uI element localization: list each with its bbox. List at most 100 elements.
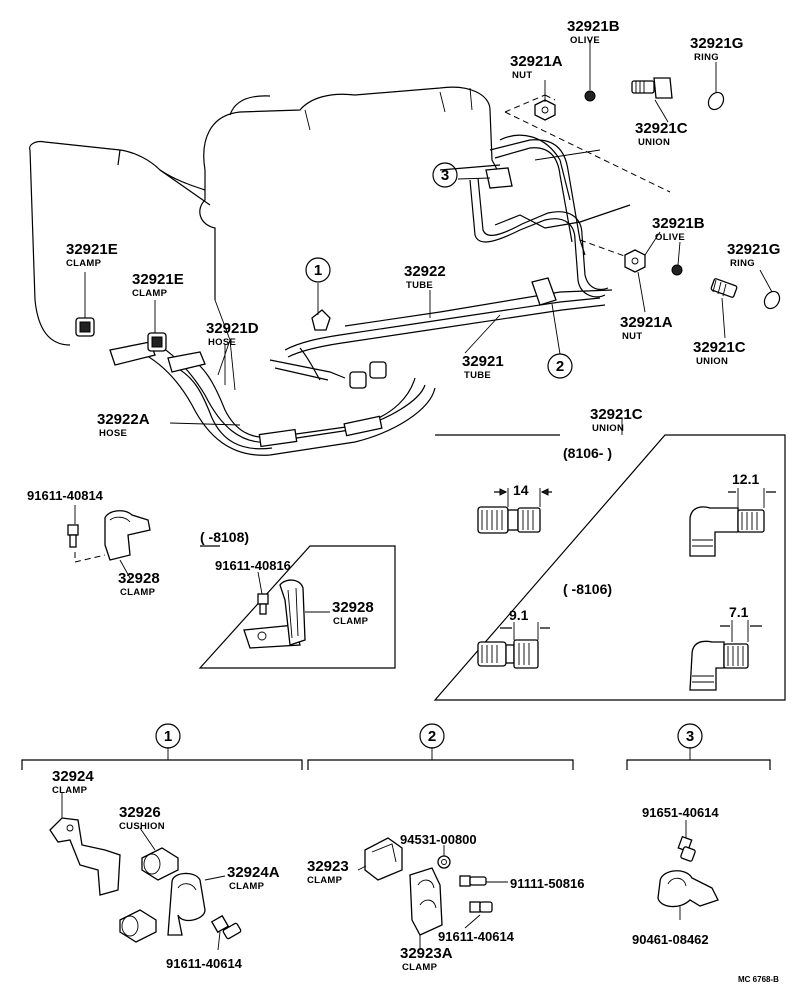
svg-text:2: 2 [556,358,564,375]
label-32921E-1: 32921E [66,241,118,258]
washer-94531-00800 [437,845,451,869]
label-clamp-32928-left: CLAMP [120,587,156,598]
elbow-union-new [689,488,776,557]
label-clamp-32928-box: CLAMP [333,616,369,627]
label-32928-left: 32928 [118,570,160,587]
label-91611-40614-a: 91611-40614 [166,956,243,971]
label-32924: 32924 [52,768,94,785]
dim-7-1: 7.1 [729,604,749,620]
union-32921C-top [631,77,673,99]
label-union-mid: UNION [696,356,728,367]
label-union-box: UNION [592,423,624,434]
label-clamp-32924A: CLAMP [229,881,265,892]
label-clamp-e1: CLAMP [66,258,102,269]
bolt-91111-50816 [459,875,508,887]
clamp-box-8108 [198,545,396,669]
label-32921E-2: 32921E [132,271,184,288]
label-clamp-32924: CLAMP [52,785,88,796]
straight-union-old [477,622,550,669]
label-91111-50816: 91111-50816 [510,876,584,891]
label-range-old: ( -8106) [563,581,612,597]
label-32921C-mid: 32921C [693,339,746,356]
label-ring-top: RING [694,52,719,63]
label-olive-mid: OLIVE [655,232,685,243]
callout-circle-1-detail: 1 [155,723,181,749]
bolt-91611-40614-b [464,901,493,929]
clamp-32924A [167,872,226,936]
bolt-91611-40614-a [210,914,242,951]
clamp-32924 [49,793,121,896]
svg-text:3: 3 [686,728,694,745]
label-clamp-32923: CLAMP [307,875,343,886]
detail-bracket-3 [626,747,771,770]
label-tube-32922: TUBE [406,280,433,291]
clamp-32923A [409,867,443,950]
callout-circle-2-detail: 2 [419,723,445,749]
label-32921A-top: 32921A [510,53,563,70]
label-cushion: CUSHION [119,821,165,832]
ring-32921G-mid [763,290,781,310]
label-range-new: (8106- ) [563,445,612,461]
clip-callout-1-part [311,309,331,331]
label-32923: 32923 [307,858,349,875]
dim-14: 14 [513,482,529,498]
leader-dashed-mid [579,239,631,259]
svg-text:2: 2 [428,728,436,745]
dim-12-1: 12.1 [732,471,759,487]
label-32921B-top: 32921B [567,18,620,35]
detail-bracket-2 [307,747,574,770]
label-olive-top: OLIVE [570,35,600,46]
dim-9-1: 9.1 [509,607,529,623]
label-32923A: 32923A [400,945,453,962]
nut-32921A-top [534,99,556,121]
callout-circle-1-main: 1 [305,257,331,283]
label-91611-40614-b: 91611-40614 [438,929,515,944]
label-32921G-top: 32921G [690,35,743,52]
clamp-32921E-2 [147,332,167,352]
label-hose-a: HOSE [99,428,127,439]
hoses [109,299,436,456]
label-32926: 32926 [119,804,161,821]
label-32928-box: 32928 [332,599,374,616]
olive-32921B-top [584,90,596,102]
label-91611-40816: 91611-40816 [215,558,291,573]
label-tube-32921: TUBE [464,370,491,381]
leaders-main [84,40,773,426]
label-clamp-32923A: CLAMP [402,962,438,973]
label-32922A: 32922A [97,411,150,428]
label-nut-mid: NUT [622,331,642,342]
label-94531-00800: 94531-00800 [400,832,477,847]
label-32921C-top: 32921C [635,120,688,137]
label-ring-mid: RING [730,258,755,269]
label-box-range-8108: ( -8108) [200,529,249,545]
label-32921D: 32921D [206,320,259,337]
label-32921: 32921 [462,353,504,370]
elbow-union-old [689,620,762,691]
label-nut-top: NUT [512,70,532,81]
bolt-91651-40614 [677,820,696,862]
cushion-32926 [119,827,179,943]
svg-text:1: 1 [164,728,172,745]
label-90461-08462: 90461-08462 [632,932,709,947]
label-hose-d: HOSE [208,337,236,348]
callout-circle-2-main: 2 [547,353,573,379]
engine-block-outline [199,86,501,300]
svg-text:1: 1 [314,262,322,279]
clamp-32921E-1 [75,317,95,337]
label-32921G-mid: 32921G [727,241,780,258]
footer-code: MC 6768-B [738,975,779,984]
label-32924A: 32924A [227,864,280,881]
label-32921B-mid: 32921B [652,215,705,232]
callout-circle-3-main: 3 [432,162,458,188]
junction-fitting [349,361,387,389]
clamp-32928-left [67,505,151,579]
svg-text:3: 3 [441,167,449,184]
label-91651-40614: 91651-40614 [642,805,719,820]
detail-bracket-1 [21,747,303,770]
nut-32921A-mid [624,249,646,273]
ring-32921G-top [707,91,725,111]
label-32921A-mid: 32921A [620,314,673,331]
clamp-90461-08462 [657,870,719,920]
clamp-32923 [357,837,403,881]
